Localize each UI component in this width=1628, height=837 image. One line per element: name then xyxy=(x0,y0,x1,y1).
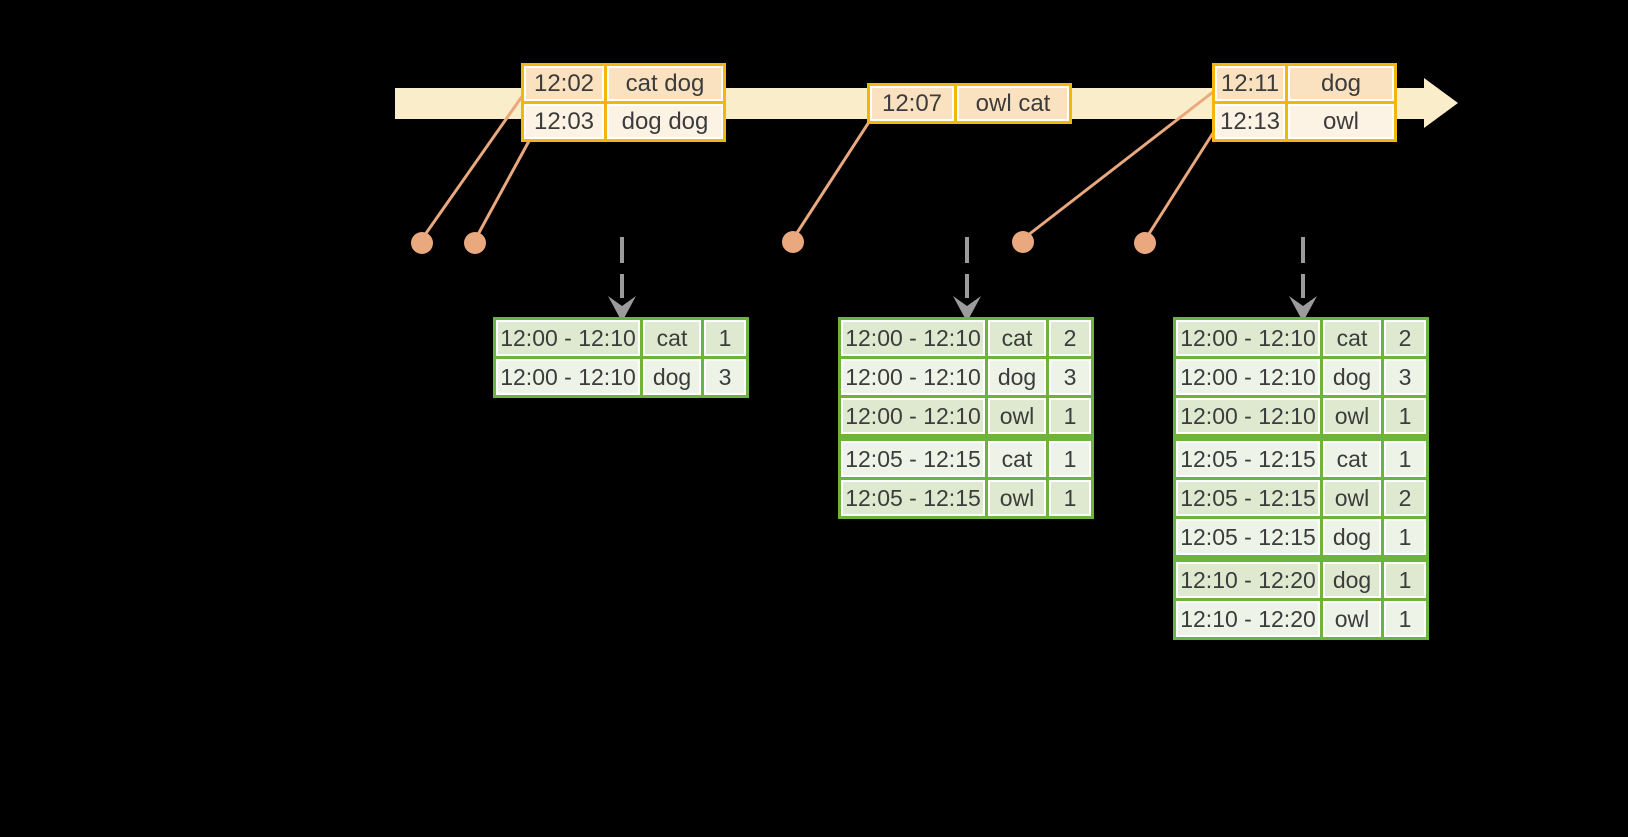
window-cell: 12:00 - 12:10 xyxy=(496,359,640,395)
word-cell: dog xyxy=(1323,562,1381,598)
word-cell: cat xyxy=(988,441,1046,477)
event-marker-icon xyxy=(464,232,486,254)
count-cell: 2 xyxy=(1384,480,1426,516)
word-cell: owl xyxy=(1323,601,1381,637)
connector-line xyxy=(420,94,525,240)
event-markers xyxy=(411,231,1156,254)
word-cell: owl xyxy=(1323,398,1381,434)
word-cell: cat xyxy=(1323,441,1381,477)
count-cell: 1 xyxy=(1384,441,1426,477)
down-arrowhead-icon xyxy=(1289,296,1317,322)
event-words-cell: cat dog xyxy=(607,66,723,101)
connector-lines xyxy=(420,90,1215,241)
word-cell: cat xyxy=(988,320,1046,356)
event-marker-icon xyxy=(1134,232,1156,254)
word-cell: cat xyxy=(1323,320,1381,356)
event-marker-icon xyxy=(411,232,433,254)
event-words-cell: dog dog xyxy=(607,104,723,139)
word-cell: owl xyxy=(1323,480,1381,516)
event-words-cell: owl cat xyxy=(957,86,1069,121)
down-arrowhead-icon xyxy=(953,296,981,322)
connector-line xyxy=(791,121,871,240)
window-cell: 12:00 - 12:10 xyxy=(1176,359,1320,395)
word-cell: dog xyxy=(1323,519,1381,555)
count-cell: 3 xyxy=(1049,359,1091,395)
down-arrowhead-icon xyxy=(608,296,636,322)
count-cell: 2 xyxy=(1049,320,1091,356)
word-cell: owl xyxy=(988,398,1046,434)
window-cell: 12:00 - 12:10 xyxy=(841,320,985,356)
count-cell: 1 xyxy=(1384,562,1426,598)
event-words-cell: dog xyxy=(1288,66,1394,101)
count-cell: 1 xyxy=(1049,441,1091,477)
window-cell: 12:00 - 12:10 xyxy=(841,398,985,434)
count-cell: 1 xyxy=(1384,601,1426,637)
window-cell: 12:05 - 12:15 xyxy=(1176,441,1320,477)
event-words-cell: owl xyxy=(1288,104,1394,139)
event-time-cell: 12:03 xyxy=(524,104,604,139)
window-cell: 12:05 - 12:15 xyxy=(1176,480,1320,516)
window-cell: 12:00 - 12:10 xyxy=(1176,320,1320,356)
count-cell: 2 xyxy=(1384,320,1426,356)
event-time-cell: 12:02 xyxy=(524,66,604,101)
count-cell: 1 xyxy=(1384,398,1426,434)
timeline-arrowhead-icon xyxy=(1424,78,1458,128)
trigger-arrows xyxy=(608,237,1317,322)
connector-line xyxy=(1022,90,1214,241)
event-time-cell: 12:13 xyxy=(1215,104,1285,139)
window-cell: 12:10 - 12:20 xyxy=(1176,562,1320,598)
word-cell: owl xyxy=(988,480,1046,516)
window-cell: 12:10 - 12:20 xyxy=(1176,601,1320,637)
window-cell: 12:05 - 12:15 xyxy=(1176,519,1320,555)
count-cell: 3 xyxy=(1384,359,1426,395)
event-marker-icon xyxy=(782,231,804,253)
count-cell: 3 xyxy=(704,359,746,395)
count-cell: 1 xyxy=(1384,519,1426,555)
event-marker-icon xyxy=(1012,231,1034,253)
word-cell: dog xyxy=(643,359,701,395)
word-cell: dog xyxy=(988,359,1046,395)
window-cell: 12:00 - 12:10 xyxy=(841,359,985,395)
count-cell: 1 xyxy=(1049,398,1091,434)
count-cell: 1 xyxy=(704,320,746,356)
window-cell: 12:05 - 12:15 xyxy=(841,480,985,516)
window-cell: 12:00 - 12:10 xyxy=(1176,398,1320,434)
connector-line xyxy=(1143,132,1215,241)
word-cell: dog xyxy=(1323,359,1381,395)
connector-line xyxy=(473,140,531,241)
window-cell: 12:00 - 12:10 xyxy=(496,320,640,356)
event-time-cell: 12:11 xyxy=(1215,66,1285,101)
event-time-cell: 12:07 xyxy=(870,86,954,121)
window-cell: 12:05 - 12:15 xyxy=(841,441,985,477)
word-cell: cat xyxy=(643,320,701,356)
count-cell: 1 xyxy=(1049,480,1091,516)
